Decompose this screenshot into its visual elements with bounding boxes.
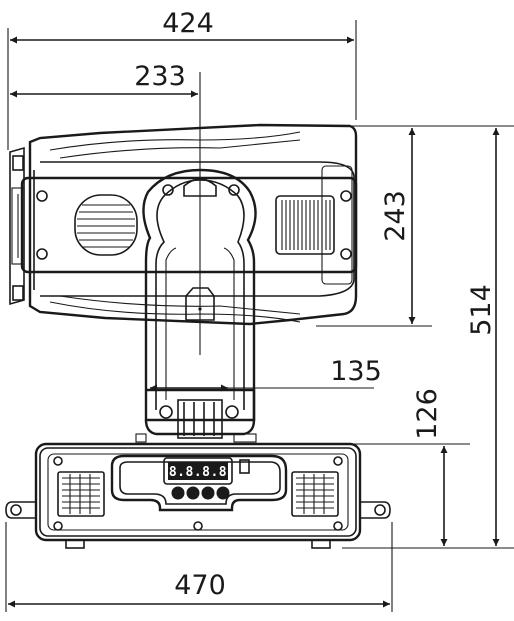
head-vent-round xyxy=(74,194,138,256)
base-vent-right xyxy=(291,471,339,517)
dim-base-width: 470 xyxy=(174,570,226,601)
dim-yoke-arm-width: 135 xyxy=(330,356,382,387)
dimension-labels: 424 233 243 514 135 126 470 xyxy=(134,8,497,601)
dim-head-height: 243 xyxy=(380,190,411,242)
dim-yoke-offset: 233 xyxy=(134,61,186,92)
down-button[interactable] xyxy=(201,486,215,500)
dimension-lines xyxy=(5,20,514,612)
dim-base-height: 126 xyxy=(412,388,443,440)
base-vent-left xyxy=(57,471,105,517)
usb-port xyxy=(239,459,250,474)
dim-total-height: 514 xyxy=(466,284,497,336)
up-button[interactable] xyxy=(186,486,200,500)
menu-button[interactable] xyxy=(171,486,185,500)
dim-overall-width: 424 xyxy=(162,8,214,39)
control-panel: 8.8.8.8 xyxy=(110,454,288,512)
display-readout: 8.8.8.8 xyxy=(169,465,227,480)
fixture-head xyxy=(9,123,358,326)
fixture-base: 8.8.8.8 xyxy=(5,442,391,549)
enter-button[interactable] xyxy=(216,486,230,500)
head-vent-slots xyxy=(275,165,353,285)
